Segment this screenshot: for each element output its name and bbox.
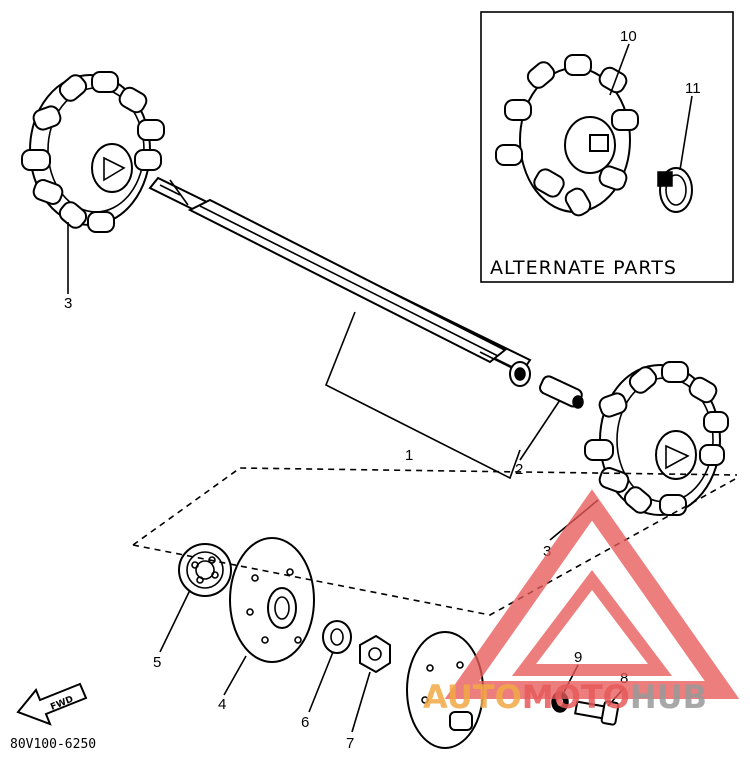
- bearing-housing: [229, 537, 315, 663]
- leader-10: [609, 43, 630, 96]
- bearing: [178, 543, 232, 597]
- clamp: [657, 167, 693, 213]
- leader-2: [519, 399, 561, 461]
- callout-9: 9: [574, 649, 582, 666]
- callout-7: 7: [346, 735, 354, 752]
- callout-8: 8: [620, 670, 628, 687]
- leader-5: [159, 589, 191, 653]
- leader-11: [679, 95, 693, 171]
- watermark-text: AUTOMOTOHUB: [423, 678, 707, 716]
- shaft-pin: [539, 375, 584, 409]
- bolt: [574, 700, 620, 726]
- callout-3-right: 3: [543, 543, 551, 560]
- alternate-parts-box: [480, 11, 734, 283]
- watermark-logo: [444, 489, 740, 699]
- callout-10: 10: [620, 28, 637, 45]
- callout-2: 2: [515, 461, 523, 478]
- drive-shaft: [148, 176, 532, 387]
- leader-4: [223, 655, 247, 696]
- nut: [359, 634, 391, 674]
- leader-7: [351, 671, 371, 733]
- callout-3-left: 3: [64, 295, 72, 312]
- assembly-bracket: [132, 467, 738, 616]
- callout-6: 6: [301, 714, 309, 731]
- leader-6: [308, 651, 334, 713]
- callout-4: 4: [218, 696, 226, 713]
- washer: [322, 620, 352, 654]
- callout-1: 1: [405, 447, 413, 464]
- leader-1: [324, 311, 521, 480]
- sprocket-left: [21, 71, 165, 233]
- fwd-arrow: FWD: [16, 682, 88, 726]
- sprocket-alternate: [495, 54, 639, 217]
- sprocket-right: [584, 361, 729, 516]
- drawing-code: 80V100-6250: [10, 737, 96, 752]
- callout-11: 11: [685, 80, 701, 97]
- alternate-parts-label: ALTERNATE PARTS: [490, 257, 677, 279]
- callout-5: 5: [153, 654, 161, 671]
